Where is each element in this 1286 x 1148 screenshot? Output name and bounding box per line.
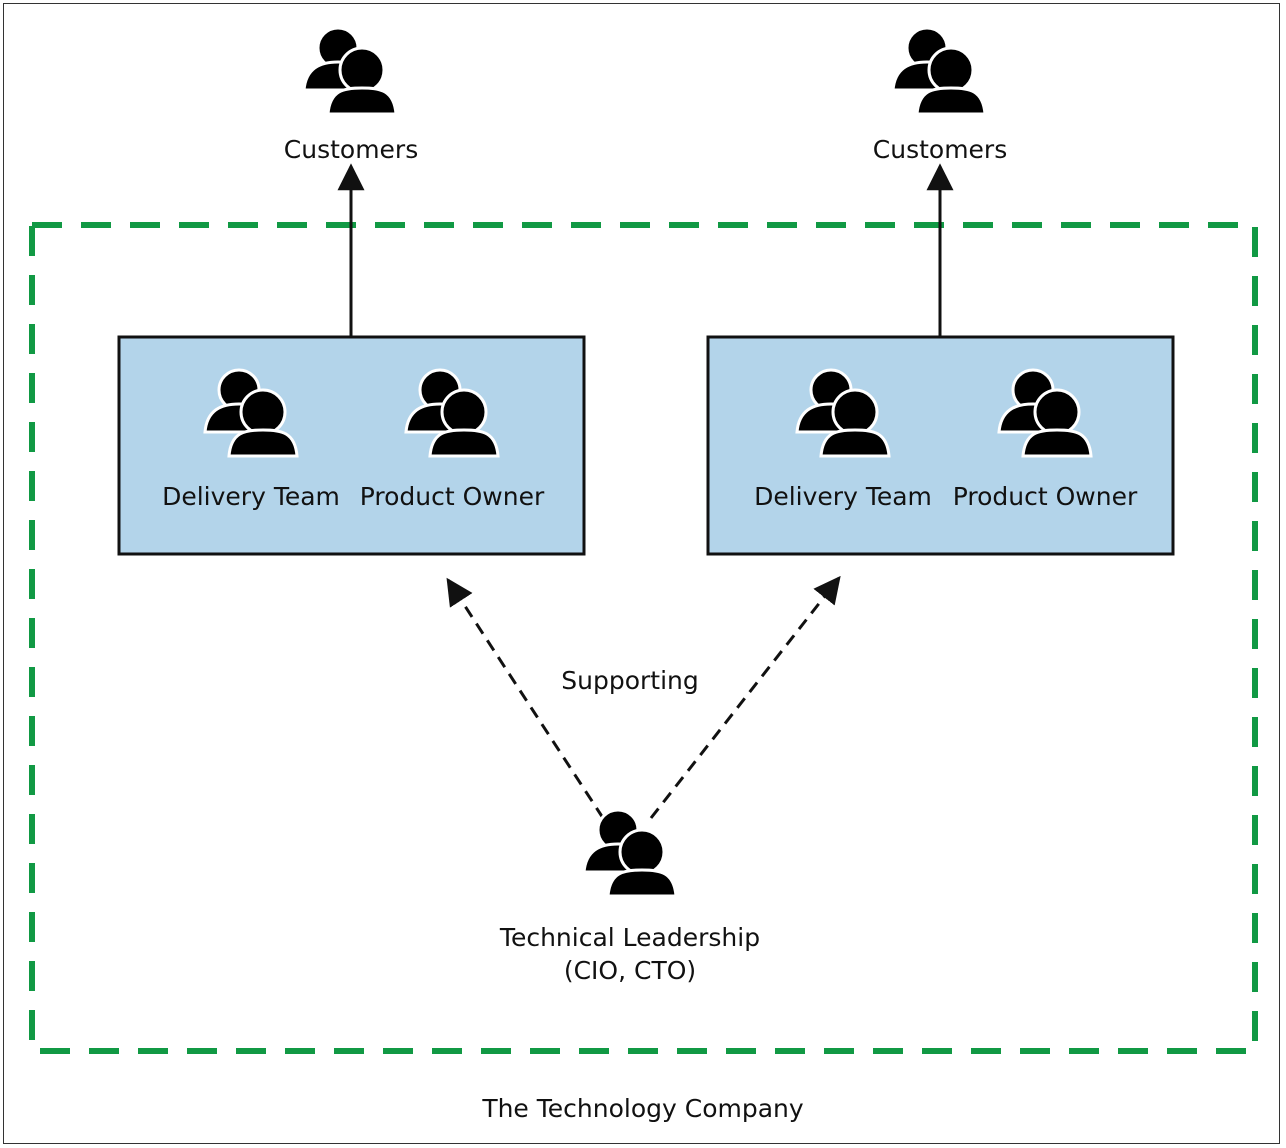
technical-leadership-label: Technical Leadership <box>499 923 760 952</box>
support-arrow-right <box>649 575 841 819</box>
delivery-team-label-right: Delivery Team <box>754 482 932 511</box>
leadership-roles-label: (CIO, CTO) <box>564 956 696 985</box>
people-icon <box>582 808 678 898</box>
supporting-label: Supporting <box>561 666 699 695</box>
people-icon <box>891 26 987 116</box>
product-owner-label-left: Product Owner <box>360 482 545 511</box>
customers-label-right: Customers <box>873 135 1007 164</box>
product-owner-label-right: Product Owner <box>953 482 1138 511</box>
team-box-right <box>706 335 1175 556</box>
figure-frame <box>3 3 1280 1144</box>
company-boundary <box>29 222 1258 1054</box>
support-arrow-left <box>446 577 605 819</box>
people-icon <box>302 26 398 116</box>
delivery-team-label-left: Delivery Team <box>162 482 340 511</box>
customers-label-left: Customers <box>284 135 418 164</box>
company-label: The Technology Company <box>481 1094 804 1123</box>
team-box-left <box>117 335 586 556</box>
